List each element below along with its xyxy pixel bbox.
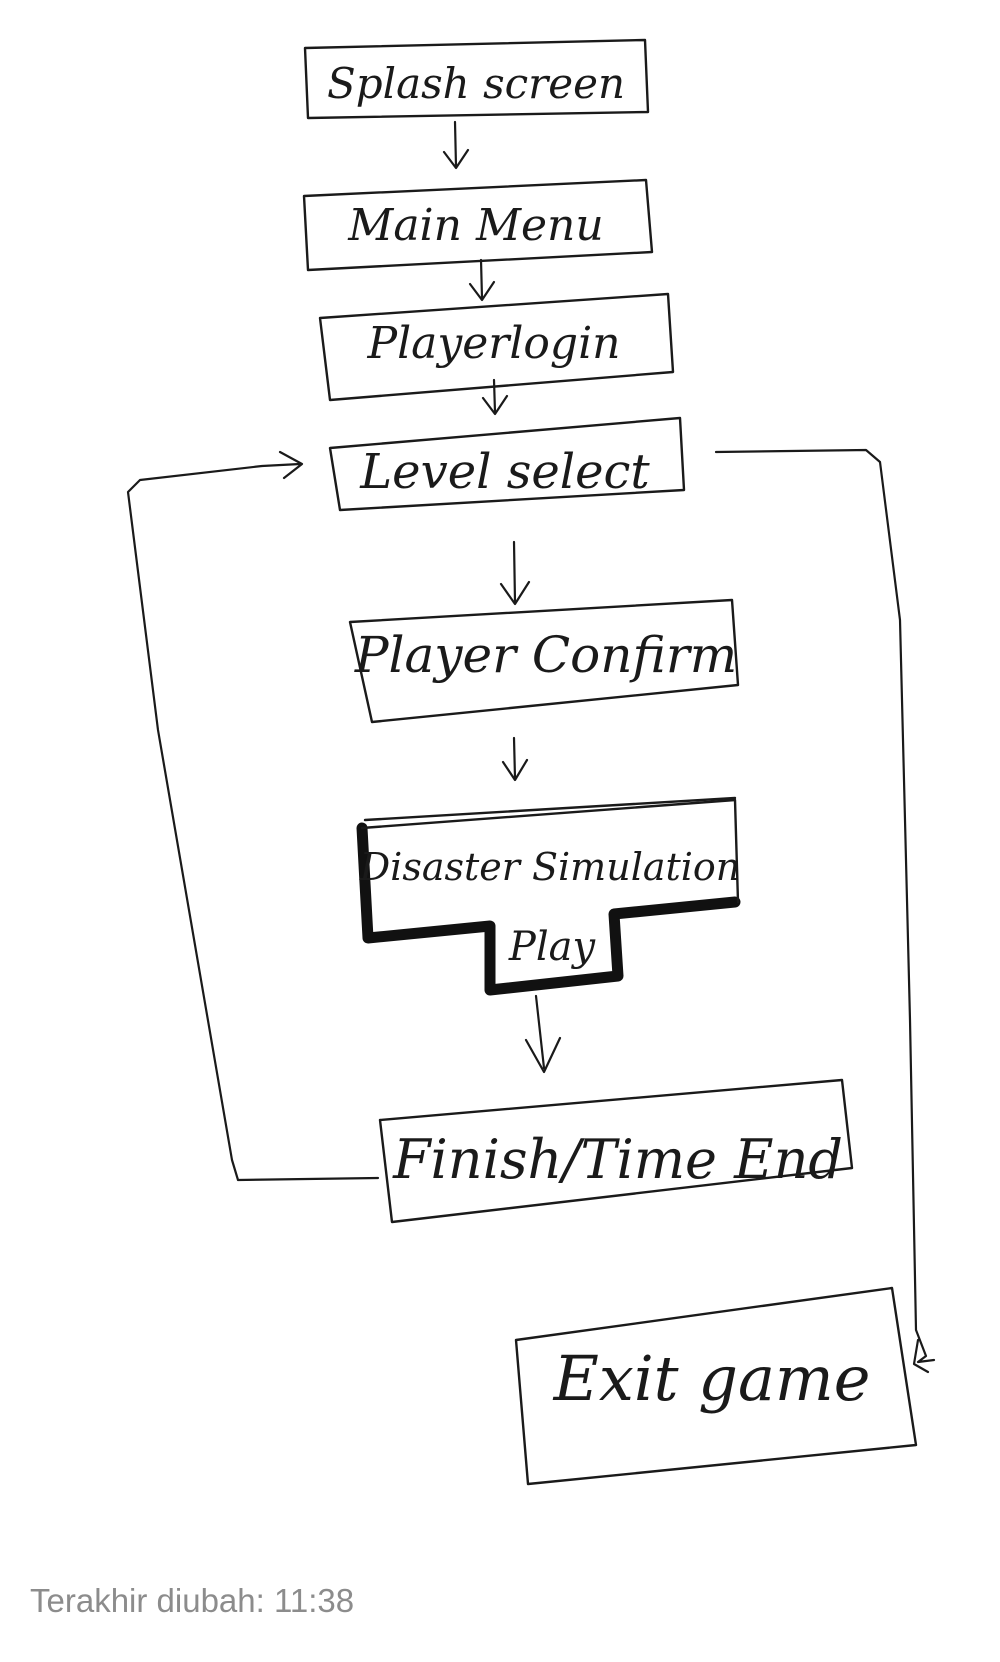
- node-label: Finish/Time End: [392, 1128, 843, 1191]
- arrow-player-login-to-level-select: [481, 378, 509, 416]
- node-box: [302, 178, 654, 272]
- node-disaster-simulation: Disaster Simulation: [356, 796, 741, 996]
- arrow-main-menu-to-player-login: [468, 258, 496, 302]
- node-player-login: Playerlogin: [318, 292, 675, 402]
- arrow-play-to-finish: [524, 994, 562, 1074]
- node-exit-game: Exit game: [514, 1286, 918, 1486]
- node-label: Disaster Simulation: [359, 845, 741, 889]
- arrow-player-confirm-to-disaster-simulation: [501, 736, 529, 782]
- node-label: Splash screen: [327, 59, 625, 108]
- node-label: Level select: [359, 444, 650, 500]
- node-splash-screen: Splash screen: [303, 38, 650, 120]
- arrow-level-select-to-player-confirm: [499, 540, 531, 606]
- node-box: [348, 598, 740, 724]
- node-top-line: [363, 796, 737, 822]
- node-level-select: Level select: [328, 416, 686, 512]
- node-box: [328, 416, 686, 512]
- node-label: Exit game: [553, 1342, 871, 1415]
- node-player-confirm: Player Confirm: [348, 598, 740, 724]
- node-main-menu: Main Menu: [302, 178, 654, 272]
- arrow-splash-to-main-menu: [442, 120, 470, 170]
- node-box: [360, 798, 740, 904]
- node-thick-outline: [356, 822, 741, 996]
- node-label: Player Confirm: [354, 626, 737, 684]
- node-label: Main Menu: [347, 200, 603, 251]
- last-modified-text: Terakhir diubah: 11:38: [30, 1582, 355, 1619]
- node-box: [303, 38, 650, 120]
- node-box: [318, 292, 675, 402]
- node-box: [514, 1286, 918, 1486]
- arrow-finish-to-level-select: [126, 450, 380, 1182]
- arrow-level-select-to-exit-game: [714, 448, 936, 1374]
- node-play: Play: [508, 924, 597, 970]
- node-label: Playerlogin: [367, 318, 621, 369]
- node-label: Play: [508, 924, 597, 970]
- node-finish-time-end: Finish/Time End: [378, 1078, 854, 1224]
- node-box: [378, 1078, 854, 1224]
